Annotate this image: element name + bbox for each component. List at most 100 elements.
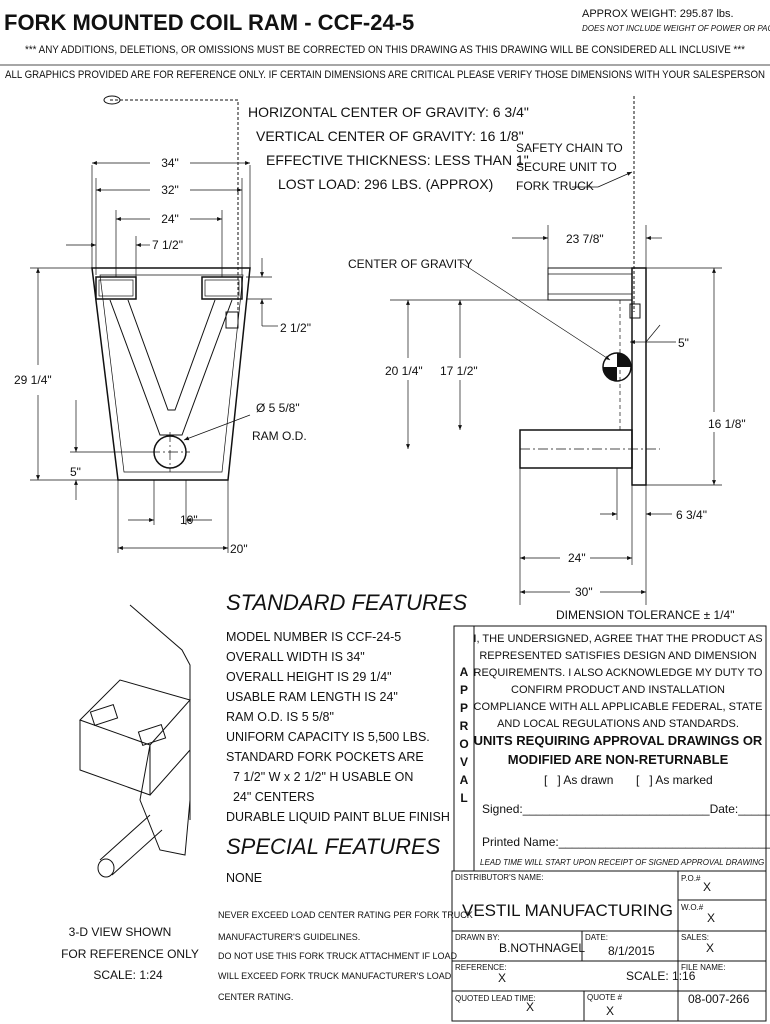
side-dim-16-125: 16 1/8": [708, 417, 746, 431]
feature-line: OVERALL WIDTH IS 34": [226, 650, 365, 664]
view-3d: [79, 604, 191, 878]
reference-label: REFERENCE:: [455, 963, 507, 972]
printed-name-field[interactable]: Printed Name:___________________________…: [482, 835, 770, 849]
front-gusset: [109, 299, 233, 436]
cg-horizontal: HORIZONTAL CENTER OF GRAVITY: 6 3/4": [248, 104, 529, 120]
approval-statement: AND LOCAL REGULATIONS AND STANDARDS.: [497, 718, 739, 730]
view-3d-plate-top: [79, 679, 191, 746]
feature-line: DURABLE LIQUID PAINT BLUE FINISH: [226, 810, 450, 824]
sales-value: X: [706, 941, 714, 955]
lead-time-value: X: [526, 1000, 534, 1014]
drawn-by-value: B.NOTHNAGEL: [499, 941, 585, 955]
feature-line: 7 1/2" W x 2 1/2" H USABLE ON: [226, 770, 413, 784]
quote-label: QUOTE #: [587, 993, 623, 1002]
svg-text:R: R: [460, 719, 469, 733]
file-name-label: FILE NAME:: [681, 963, 725, 972]
ram-diameter-label: Ø 5 5/8": [256, 401, 300, 415]
approval-block: A P P R O V A L I, THE UNDERSIGNED, AGRE…: [453, 625, 770, 872]
warning-line: DO NOT USE THIS FORK TRUCK ATTACHMENT IF…: [218, 951, 458, 961]
approx-weight: APPROX WEIGHT: 295.87 lbs.: [582, 8, 734, 20]
svg-text:P: P: [460, 683, 468, 697]
scale-value: SCALE: 1:16: [626, 969, 696, 983]
warning-line: NEVER EXCEED LOAD CENTER RATING PER FORK…: [218, 910, 473, 920]
feature-line: MODEL NUMBER IS CCF-24-5: [226, 630, 401, 644]
chain-label-1: SAFETY CHAIN TO: [516, 141, 623, 155]
checkbox-as-drawn[interactable]: [ ] As drawn: [544, 773, 613, 787]
feature-line: STANDARD FORK POCKETS ARE: [226, 750, 424, 764]
feature-line: RAM O.D. IS 5 5/8": [226, 710, 334, 724]
side-back-plate: [631, 267, 647, 486]
front-dim-5: 5": [70, 465, 81, 479]
special-feature-line: NONE: [226, 871, 262, 885]
side-dim-24: 24": [568, 551, 586, 565]
svg-text:L: L: [460, 791, 467, 805]
warning-line: MANUFACTURER'S GUIDELINES.: [218, 932, 360, 942]
feature-line: USABLE RAM LENGTH IS 24": [226, 690, 398, 704]
title-block: DISTRIBUTOR'S NAME: VESTIL MANUFACTURING…: [451, 870, 767, 1022]
signed-field[interactable]: Signed:____________________________Date:…: [482, 802, 770, 816]
feature-line: UNIFORM CAPACITY IS 5,500 LBS.: [226, 730, 430, 744]
center-of-gravity-notes: HORIZONTAL CENTER OF GRAVITY: 6 3/4" VER…: [248, 104, 529, 192]
front-dim-32: 32": [161, 183, 179, 197]
quote-value: X: [606, 1004, 614, 1018]
front-gusset-inner: [127, 299, 216, 411]
checkbox-as-marked[interactable]: [ ] As marked: [636, 773, 713, 787]
date-value: 8/1/2015: [608, 944, 655, 958]
approval-statement: COMPLIANCE WITH ALL APPLICABLE FEDERAL, …: [474, 701, 763, 713]
special-features-heading: SPECIAL FEATURES: [226, 834, 441, 859]
title-block-box: [451, 870, 767, 1022]
cg-label: CENTER OF GRAVITY: [348, 257, 472, 271]
front-dim-34: 34": [161, 156, 179, 170]
approval-statement: REPRESENTED SATISFIES DESIGN AND DIMENSI…: [479, 650, 756, 662]
front-dim-20: 20": [230, 542, 248, 556]
view-3d-gusset: [139, 744, 191, 856]
side-dim-6-75: 6 3/4": [676, 508, 707, 522]
sales-label: SALES:: [681, 933, 709, 942]
view-3d-scale: SCALE: 1:24: [93, 968, 163, 982]
file-name-value: 08-007-266: [688, 992, 750, 1006]
svg-text:P: P: [460, 701, 468, 715]
svg-text:A: A: [460, 773, 469, 787]
po-label: P.O.#: [681, 874, 701, 883]
reference-notice: ALL GRAPHICS PROVIDED ARE FOR REFERENCE …: [5, 69, 765, 81]
non-returnable-notice: UNITS REQUIRING APPROVAL DRAWINGS OR: [474, 733, 763, 748]
standard-features-heading: STANDARD FEATURES: [226, 590, 468, 615]
reference-value: X: [498, 971, 506, 985]
approval-statement: I, THE UNDERSIGNED, AGREE THAT THE PRODU…: [473, 633, 762, 645]
wo-label: W.O.#: [681, 903, 704, 912]
effective-thickness: EFFECTIVE THICKNESS: LESS THAN 1": [266, 152, 529, 168]
svg-text:V: V: [460, 755, 468, 769]
date-label: DATE:: [585, 933, 608, 942]
front-dim-29-25: 29 1/4": [14, 373, 52, 387]
front-dim-10: 10": [180, 513, 198, 527]
lead-time-notice: LEAD TIME WILL START UPON RECEIPT OF SIG…: [480, 858, 764, 867]
inclusive-notice: *** ANY ADDITIONS, DELETIONS, OR OMISSIO…: [25, 44, 746, 56]
front-plate-inner: [99, 274, 244, 473]
side-dim-5: 5": [678, 336, 689, 350]
chain-hook-icon: [103, 95, 121, 105]
drawn-by-label: DRAWN BY:: [455, 933, 500, 942]
lead-time-label: QUOTED LEAD TIME:: [455, 994, 536, 1003]
side-dim-20-25: 20 1/4": [385, 364, 423, 378]
drawing-title: FORK MOUNTED COIL RAM - CCF-24-5: [4, 10, 414, 35]
svg-text:O: O: [459, 737, 468, 751]
front-plate-outline: [91, 267, 251, 481]
safety-chain-front: [110, 99, 239, 318]
view-3d-label-2: FOR REFERENCE ONLY: [61, 947, 199, 961]
distributor-name: VESTIL MANUFACTURING: [462, 901, 673, 920]
wo-value: X: [707, 911, 715, 925]
non-returnable-notice: MODIFIED ARE NON-RETURNABLE: [508, 752, 729, 767]
approval-statement: CONFIRM PRODUCT AND INSTALLATION: [511, 684, 725, 696]
warnings: NEVER EXCEED LOAD CENTER RATING PER FORK…: [218, 910, 473, 1002]
front-dim-2-5: 2 1/2": [280, 321, 311, 335]
chain-label-3: FORK TRUCK: [516, 179, 594, 193]
view-3d-ram: [99, 814, 163, 876]
view-3d-chain: [129, 604, 191, 820]
feature-line: 24" CENTERS: [226, 790, 315, 804]
standard-features-list: MODEL NUMBER IS CCF-24-5 OVERALL WIDTH I…: [226, 630, 450, 824]
side-dim-23-875: 23 7/8": [566, 232, 604, 246]
side-dim-17-5: 17 1/2": [440, 364, 478, 378]
view-3d-label-1: 3-D VIEW SHOWN: [69, 925, 172, 939]
front-view: 34" 32" 24" 7 1/2" 2 1/2" 29 1/4" 5": [14, 95, 311, 556]
